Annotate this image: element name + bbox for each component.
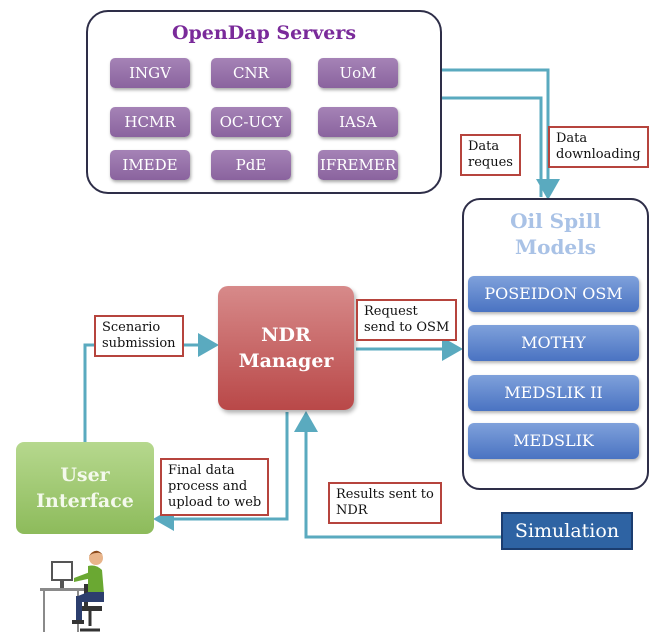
server-hcmr: HCMR [110, 107, 190, 137]
simulation-box: Simulation [501, 512, 633, 550]
note-scenario-line2: submission [102, 336, 176, 351]
note-request-line1: Request [364, 304, 418, 319]
models-title-line2: Models [514, 235, 597, 259]
opendap-servers-title: OpenDap Servers [171, 22, 357, 44]
server-pde: PdE [211, 150, 291, 180]
note-final-data: Final data process and upload to web [160, 458, 270, 516]
server-cnr: CNR [211, 58, 291, 88]
server-ifremer: IFREMER [318, 150, 398, 180]
person-at-computer-icon [40, 550, 104, 632]
note-scenario-submission: Scenario submission [94, 315, 184, 357]
note-data-downloading-line2: downloading [556, 147, 641, 162]
arrow-data-request [420, 86, 543, 197]
arrow-scenario-submission [83, 333, 219, 442]
note-data-request-line2: reques [468, 155, 513, 170]
ndr-manager-label: NDR Manager [218, 322, 354, 374]
note-data-downloading-line1: Data [556, 131, 588, 146]
note-data-downloading: Data downloading [548, 126, 649, 168]
oil-spill-models-title: Oil Spill Models [462, 208, 649, 260]
ndr-manager-box [218, 286, 354, 410]
server-imede: IMEDE [110, 150, 190, 180]
note-results-line2: NDR [336, 503, 368, 518]
server-uom: UoM [318, 58, 398, 88]
note-data-request-line1: Data [468, 139, 500, 154]
note-final-line3: upload to web [168, 495, 262, 510]
server-ingv: INGV [110, 58, 190, 88]
note-request-line2: send to OSM [364, 320, 450, 335]
note-final-line1: Final data [168, 463, 235, 478]
model-medslik-ii: MEDSLIK II [468, 375, 639, 411]
note-final-line2: process and [168, 479, 248, 494]
ui-label-line1: User [60, 464, 110, 486]
model-medslik: MEDSLIK [468, 423, 639, 459]
model-mothy: MOTHY [468, 325, 639, 361]
note-results-sent: Results sent to NDR [328, 482, 442, 524]
server-iasa: IASA [318, 107, 398, 137]
arrow-results-sent [294, 411, 501, 539]
note-scenario-line1: Scenario [102, 320, 161, 335]
note-request-send: Request send to OSM [356, 299, 458, 341]
model-poseidon-osm: POSEIDON OSM [468, 276, 639, 312]
ndr-label-line2: Manager [238, 350, 334, 372]
note-data-request: Data reques [460, 134, 521, 176]
note-results-line1: Results sent to [336, 487, 434, 502]
models-title-line1: Oil Spill [510, 209, 601, 233]
ndr-label-line1: NDR [261, 324, 311, 346]
ui-label-line2: Interface [36, 490, 134, 512]
user-interface-label: User Interface [16, 462, 154, 514]
arrow-final-data [153, 412, 289, 531]
server-oc-ucy: OC-UCY [211, 107, 291, 137]
user-interface-box [16, 442, 154, 534]
